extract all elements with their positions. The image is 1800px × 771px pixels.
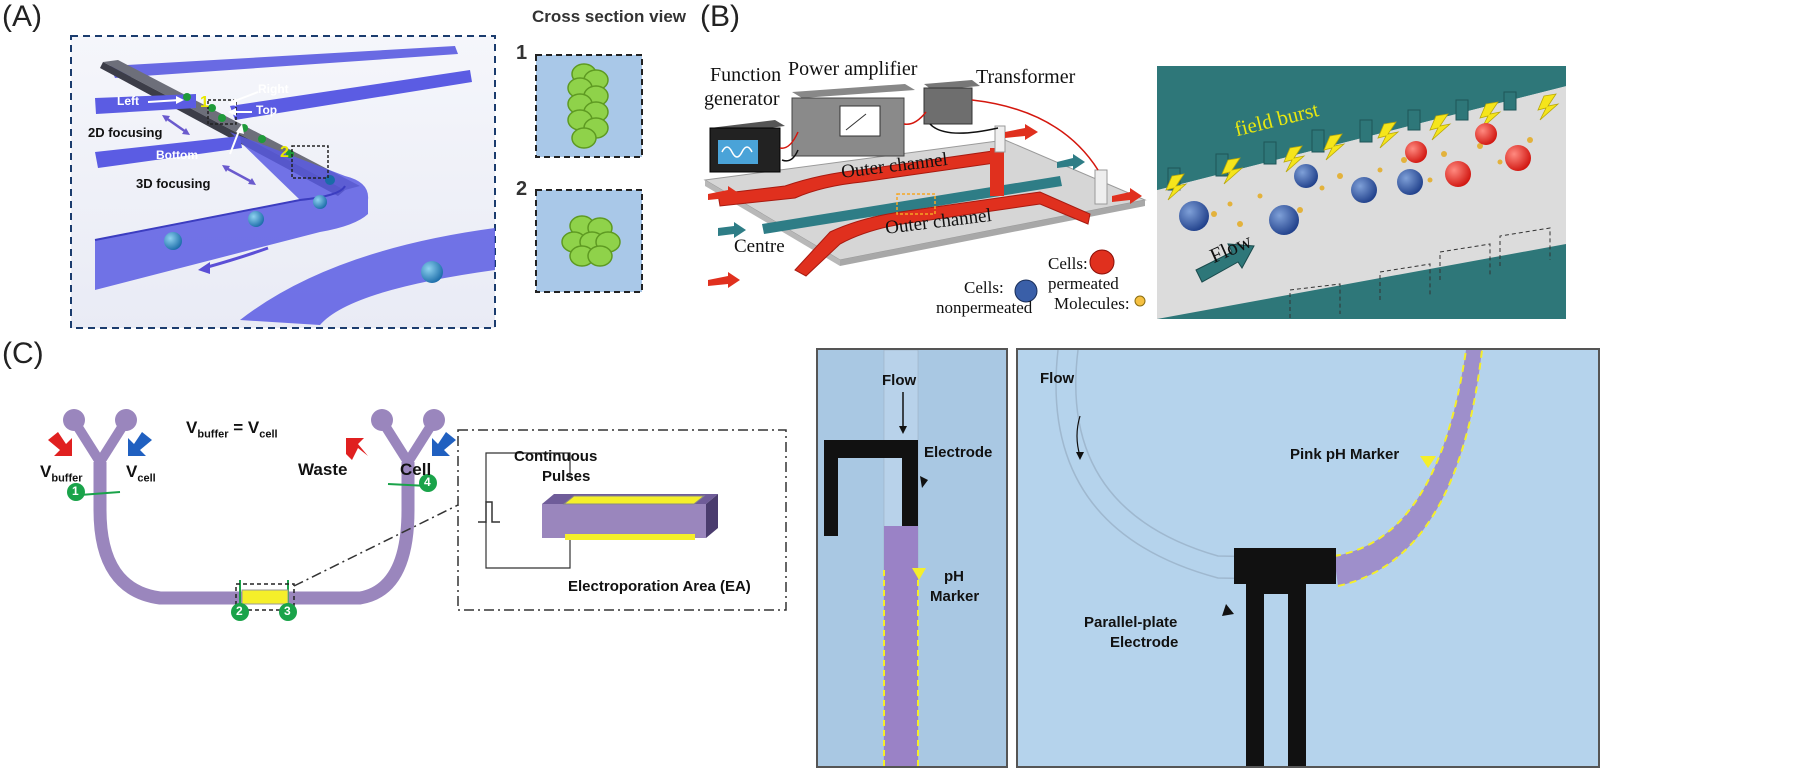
cross-section-label-2: 2 (516, 178, 528, 200)
panel-b-label: (B) (700, 0, 740, 33)
label-cells-permeated-2: permeated (1048, 274, 1119, 293)
label-continuous-pulses-2: Pulses (542, 468, 591, 485)
label-right: Right (258, 82, 289, 96)
label-outer-channel-bottom: Outer channel (884, 204, 993, 239)
label-cells-permeated-1: Cells: (1048, 254, 1088, 273)
label-electroporation-area: Electroporation Area (EA) (568, 578, 751, 595)
label-top: Top (256, 103, 278, 117)
panel-a-label: (A) (2, 0, 42, 33)
transformer-box (923, 80, 980, 125)
marker-c-1: 1 (72, 484, 79, 498)
label-cell: Cell (400, 460, 432, 479)
label-power-amplifier: Power amplifier (788, 58, 918, 80)
power-amplifier-box (791, 84, 915, 157)
marker-c-4: 4 (424, 475, 431, 489)
marker-c-3: 3 (284, 604, 291, 618)
label-vcell: Vcell (126, 462, 156, 485)
photo-2: Flow Pink pH Marker Parallel-plate Elect… (1016, 348, 1600, 768)
label-continuous-pulses-1: Continuous (514, 448, 598, 465)
label-left: Left (117, 94, 139, 108)
label-2d-focusing: 2D focusing (88, 125, 163, 140)
label-cells-nonpermeated-2: nonpermeated (936, 298, 1033, 317)
photo2-parallel-plate-1: Parallel-plate (1084, 614, 1178, 631)
marker-2: 2 (280, 144, 289, 161)
label-bottom: Bottom (156, 148, 198, 162)
field-burst-panel (1157, 66, 1566, 319)
photo1-ph-1: pH (944, 568, 964, 585)
label-cells-nonpermeated-1: Cells: (964, 278, 1004, 297)
marker-1: 1 (200, 94, 209, 111)
marker-c-2: 2 (236, 604, 243, 618)
label-field-burst: field burst (1232, 97, 1321, 142)
label-waste: Waste (298, 460, 348, 479)
cross-section-label-1: 1 (516, 42, 528, 64)
photo1-electrode: Electrode (924, 444, 993, 461)
photo1-flow: Flow (882, 372, 917, 389)
function-generator-box (709, 120, 785, 173)
label-vbuffer-eq: Vbuffer = Vcell (186, 418, 278, 441)
label-outer-channel-top: Outer channel (840, 148, 949, 183)
label-molecules: Molecules: (1054, 294, 1130, 313)
photo-1: Flow Electrode pH Marker (816, 348, 1008, 768)
label-centre: Centre (734, 236, 785, 257)
label-function-generator-2: generator (704, 88, 780, 110)
label-3d-focusing: 3D focusing (136, 176, 211, 191)
photo1-ph-2: Marker (930, 588, 980, 605)
label-function-generator-1: Function (710, 64, 782, 86)
photo2-pink-ph-marker: Pink pH Marker (1290, 446, 1400, 463)
panel-c-label: (C) (2, 337, 44, 370)
photo2-flow: Flow (1040, 370, 1075, 387)
photo2-parallel-plate-2: Electrode (1110, 634, 1179, 651)
label-flow-b: Flow (1206, 228, 1256, 268)
panel-a-frame (70, 35, 496, 329)
label-vbuffer: Vbuffer (40, 462, 83, 485)
cross-section-title: Cross section view (532, 7, 687, 26)
label-transformer: Transformer (976, 66, 1076, 88)
